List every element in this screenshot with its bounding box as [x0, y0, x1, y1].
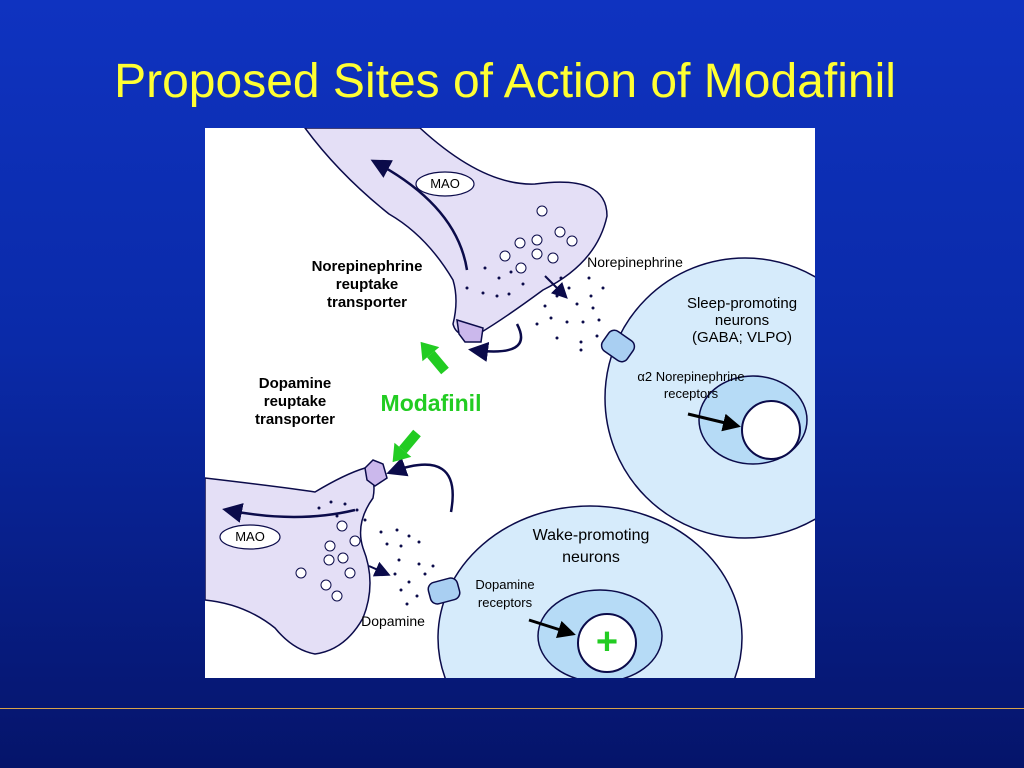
modafinil-arrow-down: [392, 429, 421, 463]
da-transporter-line-2: reuptake: [263, 393, 327, 410]
dopamine-receptors-label: Dopamine receptors: [457, 576, 553, 612]
da-transporter-label: Dopamine reuptake transporter: [225, 375, 365, 429]
ne-transporter-line-2: reuptake: [335, 276, 399, 293]
sleep-neurons-line-1: Sleep-promoting: [686, 295, 798, 312]
footer-divider: [0, 708, 1024, 709]
alpha2-line-1: α2 Norepinephrine: [637, 369, 745, 384]
da-transporter-line-3: transporter: [254, 411, 336, 428]
modafinil-label: Modafinil: [380, 390, 482, 416]
wake-promoting-neuron: [437, 505, 743, 678]
modafinil-arrow-up: [420, 341, 449, 375]
ne-transporter-line-3: transporter: [326, 294, 408, 311]
da-transporter-line-1: Dopamine: [258, 375, 332, 392]
sleep-promoting-neuron: [604, 257, 815, 539]
diagram-panel: MAO MAO Norepinephrine Norepinephrine re…: [205, 128, 815, 678]
dopamine-receptors-line-1: Dopamine: [475, 577, 535, 592]
dopamine-receptors-line-2: receptors: [477, 595, 533, 610]
da-transporter-shape: [364, 459, 388, 487]
sleep-neurons-label: Sleep-promoting neurons (GABA; VLPO): [667, 295, 815, 346]
alpha2-receptors-label: α2 Norepinephrine receptors: [617, 368, 765, 402]
dopamine-neuron: [205, 457, 454, 655]
alpha2-line-2: receptors: [663, 386, 719, 401]
diagram-drawing: [205, 128, 815, 678]
sleep-neurons-line-3: (GABA; VLPO): [691, 329, 793, 346]
dopamine-label: Dopamine: [361, 613, 425, 629]
ne-transporter-label: Norepinephrine reuptake transporter: [287, 258, 447, 312]
plus-sign: +: [595, 621, 619, 663]
norepinephrine-neuron: [304, 128, 608, 362]
alpha2-receptor: [600, 329, 636, 363]
wake-neurons-line-2: neurons: [562, 549, 620, 566]
ne-transporter-line-1: Norepinephrine: [311, 258, 423, 275]
mao-label-top: MAO: [430, 176, 460, 191]
mao-label-bottom: MAO: [235, 529, 265, 544]
slide-title: Proposed Sites of Action of Modafinil: [114, 55, 896, 108]
wake-neurons-label: Wake-promoting neurons: [511, 525, 671, 569]
wake-neurons-line-1: Wake-promoting: [532, 527, 650, 544]
sleep-neurons-line-2: neurons: [714, 312, 770, 329]
dopamine-receptor: [427, 577, 461, 605]
norepinephrine-label: Norepinephrine: [587, 254, 683, 270]
